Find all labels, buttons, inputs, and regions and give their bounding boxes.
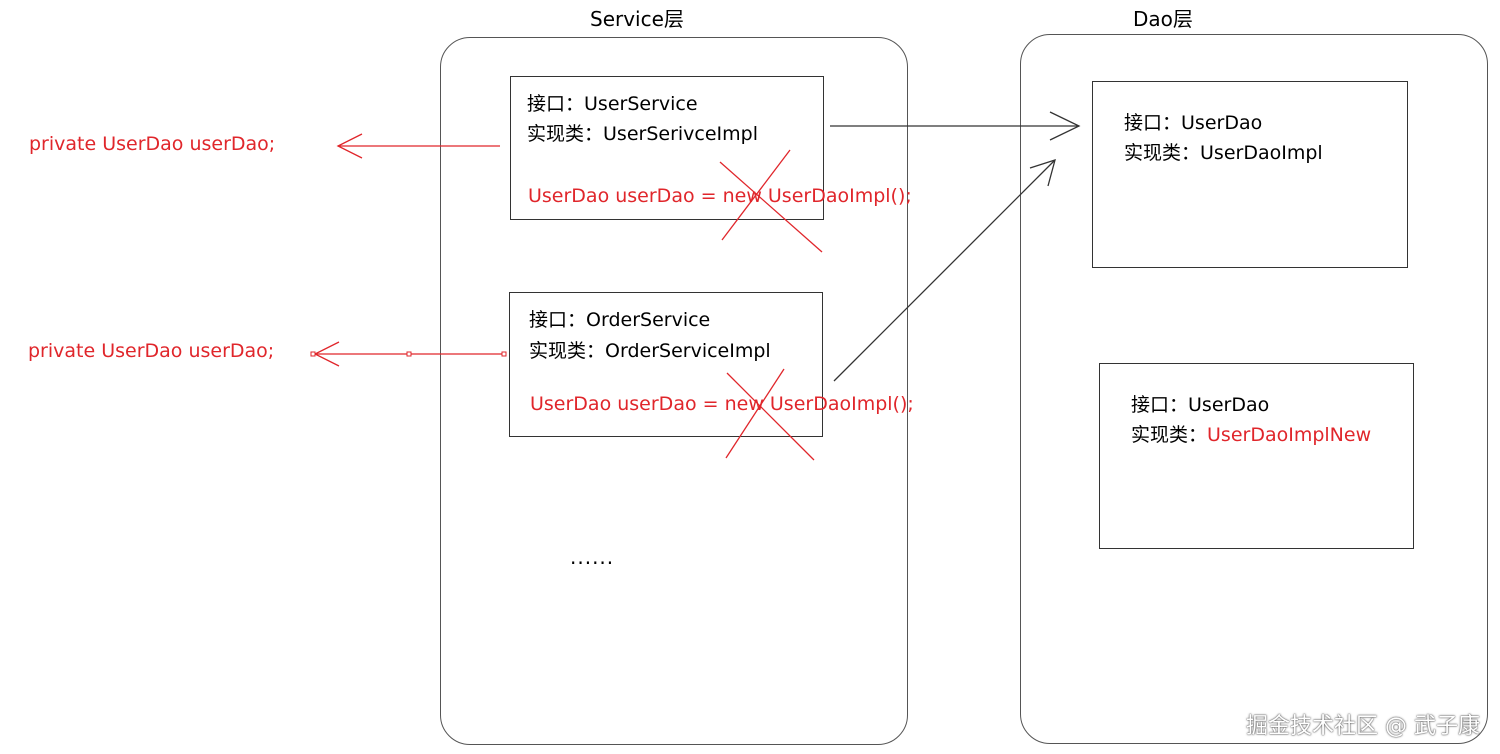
- user-service-code: UserDao userDao = new UserDaoImpl();: [528, 185, 912, 207]
- impl-name: UserDaoImplNew: [1207, 424, 1372, 446]
- user-service-interface-line: 接口：UserService: [527, 92, 698, 116]
- watermark: 掘金技术社区 @ 武子康: [1246, 714, 1480, 739]
- interface-label: 接口：: [1131, 394, 1189, 416]
- dao-layer-panel: [1020, 34, 1488, 744]
- user-dao-new-impl-line: 实现类：UserDaoImplNew: [1131, 423, 1371, 447]
- cross-mark-order-service: [725, 368, 815, 461]
- injected-field-1: private UserDao userDao;: [29, 133, 276, 155]
- impl-label: 实现类：: [529, 340, 606, 362]
- user-dao-box: 接口：UserDao 实现类：UserDaoImpl: [1092, 81, 1408, 268]
- interface-label: 接口：: [1124, 112, 1182, 134]
- service-layer-panel: [440, 37, 908, 745]
- impl-label: 实现类：: [527, 123, 604, 145]
- user-dao-impl-line: 实现类：UserDaoImpl: [1124, 141, 1323, 165]
- impl-label: 实现类：: [1131, 424, 1208, 446]
- user-service-impl-line: 实现类：UserSerivceImpl: [527, 122, 758, 146]
- cross-mark-user-service: [719, 149, 823, 253]
- impl-name: UserDaoImpl: [1200, 142, 1323, 164]
- service-layer-title: Service层: [590, 7, 684, 31]
- interface-label: 接口：: [529, 309, 587, 331]
- user-dao-interface-line: 接口：UserDao: [1124, 111, 1262, 135]
- impl-name: UserSerivceImpl: [603, 123, 758, 145]
- connector-handles: [310, 351, 507, 357]
- order-service-interface-line: 接口：OrderService: [529, 308, 710, 332]
- interface-name: UserService: [584, 93, 698, 115]
- arrow-user-service-to-dao: [830, 111, 1081, 141]
- user-dao-new-box: 接口：UserDao 实现类：UserDaoImplNew: [1099, 363, 1414, 549]
- user-dao-new-interface-line: 接口：UserDao: [1131, 393, 1269, 417]
- interface-name: UserDao: [1188, 394, 1270, 416]
- more-services-ellipsis: ......: [570, 545, 615, 569]
- injected-field-2: private UserDao userDao;: [28, 340, 275, 362]
- arrow-user-service-to-field: [336, 133, 500, 159]
- order-service-impl-line: 实现类：OrderServiceImpl: [529, 339, 771, 363]
- order-service-code: UserDao userDao = new UserDaoImpl();: [530, 393, 914, 415]
- arrow-order-service-to-dao: [833, 159, 1056, 382]
- interface-name: UserDao: [1181, 112, 1263, 134]
- impl-name: OrderServiceImpl: [605, 340, 771, 362]
- interface-name: OrderService: [586, 309, 711, 331]
- impl-label: 实现类：: [1124, 142, 1201, 164]
- interface-label: 接口：: [527, 93, 585, 115]
- user-service-box: 接口：UserService 实现类：UserSerivceImpl UserD…: [510, 76, 912, 220]
- dao-layer-title: Dao层: [1133, 7, 1193, 31]
- order-service-box: 接口：OrderService 实现类：OrderServiceImpl Use…: [509, 292, 914, 437]
